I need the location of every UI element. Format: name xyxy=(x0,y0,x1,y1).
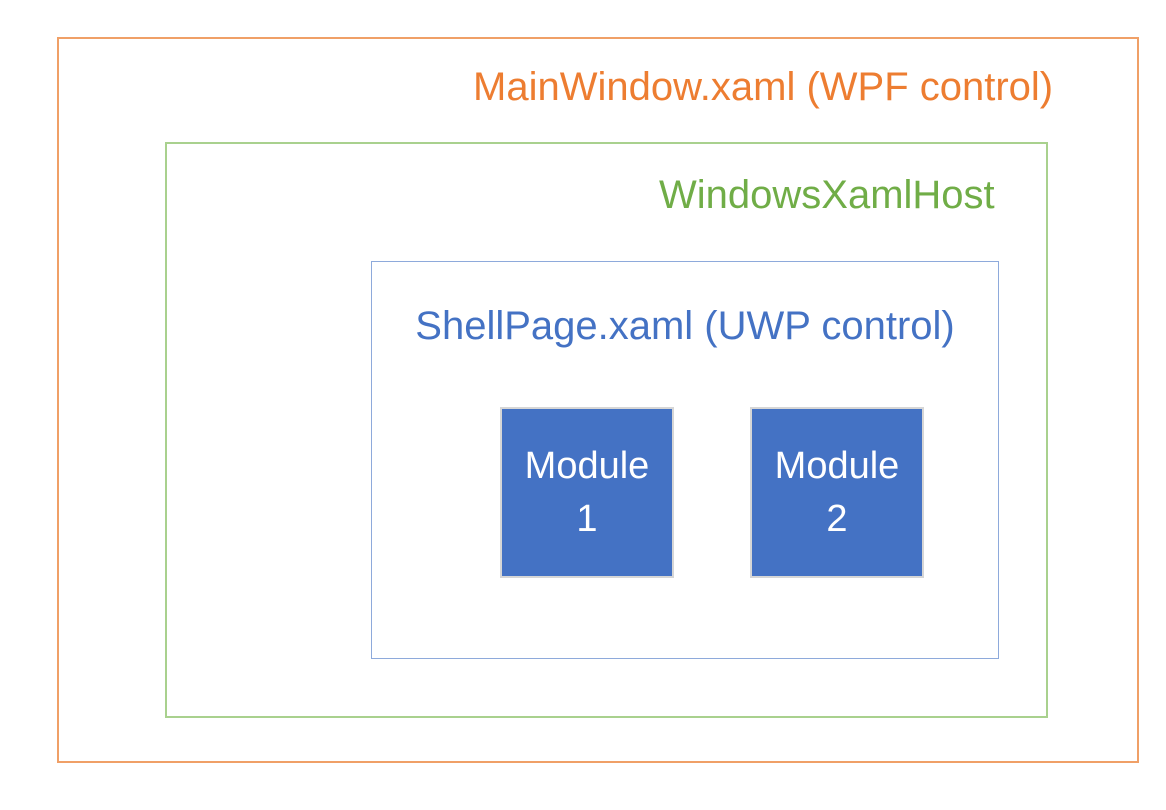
module-2-label-line2: 2 xyxy=(826,497,848,540)
module-2-box: Module 2 xyxy=(750,407,924,578)
module-1-box: Module 1 xyxy=(500,407,674,578)
windowsxamlhost-box: WindowsXamlHost ShellPage.xaml (UWP cont… xyxy=(165,142,1048,718)
shellpage-uwp-box: ShellPage.xaml (UWP control) Module 1 Mo… xyxy=(371,261,999,659)
windowsxamlhost-label: WindowsXamlHost xyxy=(659,173,995,217)
mainwindow-wpf-box: MainWindow.xaml (WPF control) WindowsXam… xyxy=(57,37,1139,763)
module-1-label-line2: 1 xyxy=(576,497,598,540)
mainwindow-wpf-label: MainWindow.xaml (WPF control) xyxy=(473,65,1054,109)
module-1-label-line1: Module xyxy=(524,445,650,488)
shellpage-uwp-label: ShellPage.xaml (UWP control) xyxy=(415,304,955,348)
module-2-label-line1: Module xyxy=(774,445,900,488)
